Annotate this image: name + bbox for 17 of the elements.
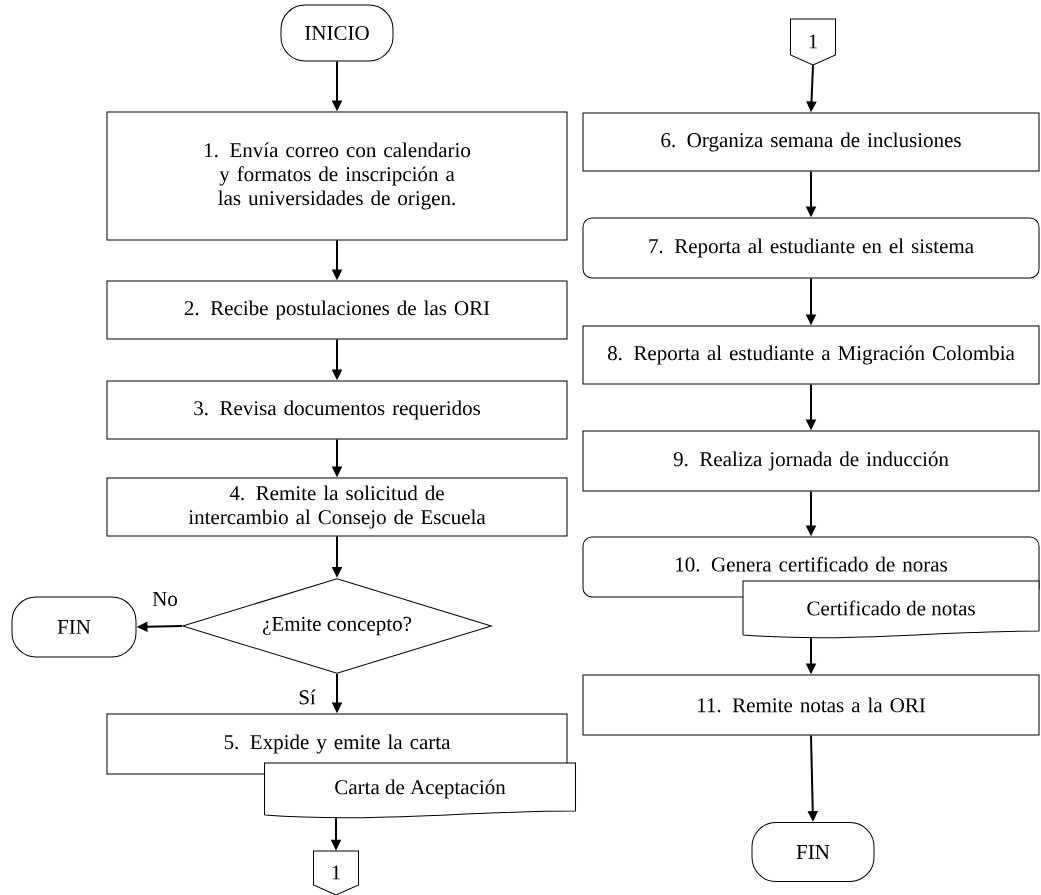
node-label: Carta de Aceptación — [335, 779, 506, 799]
edge-label: Sí — [297, 688, 317, 706]
rounded-process-box: 7. Reporta al estudiante en el sistema — [582, 217, 1040, 279]
document-shape: Carta de Aceptación — [264, 762, 576, 819]
process-box: 8. Reporta al estudiante a Migración Colombia — [582, 325, 1040, 385]
node-label: Certificado de notas — [807, 600, 975, 616]
off-page-connector: 1 — [313, 850, 359, 895]
off-page-connector: 1 — [790, 18, 836, 66]
process-box: 4. Remite la solicitud de intercambio al Consejo de Escuela — [106, 477, 568, 537]
document-shape: Certificado de notas — [742, 580, 1040, 639]
process-box: 9. Realiza jornada de inducción — [582, 430, 1040, 492]
process-box: 6. Organiza semana de inclusiones — [582, 112, 1040, 172]
process-box: 11. Remite notas a la ORI — [582, 674, 1040, 736]
process-box: 2. Recibe postulaciones de las ORI — [106, 280, 568, 340]
process-box: 1. Envía correo con calendario y formatos de inscripción a las universidades de origen. — [106, 111, 568, 241]
process-box: 3. Revisa documentos requeridos — [106, 380, 568, 440]
edge-label: No — [151, 591, 179, 607]
